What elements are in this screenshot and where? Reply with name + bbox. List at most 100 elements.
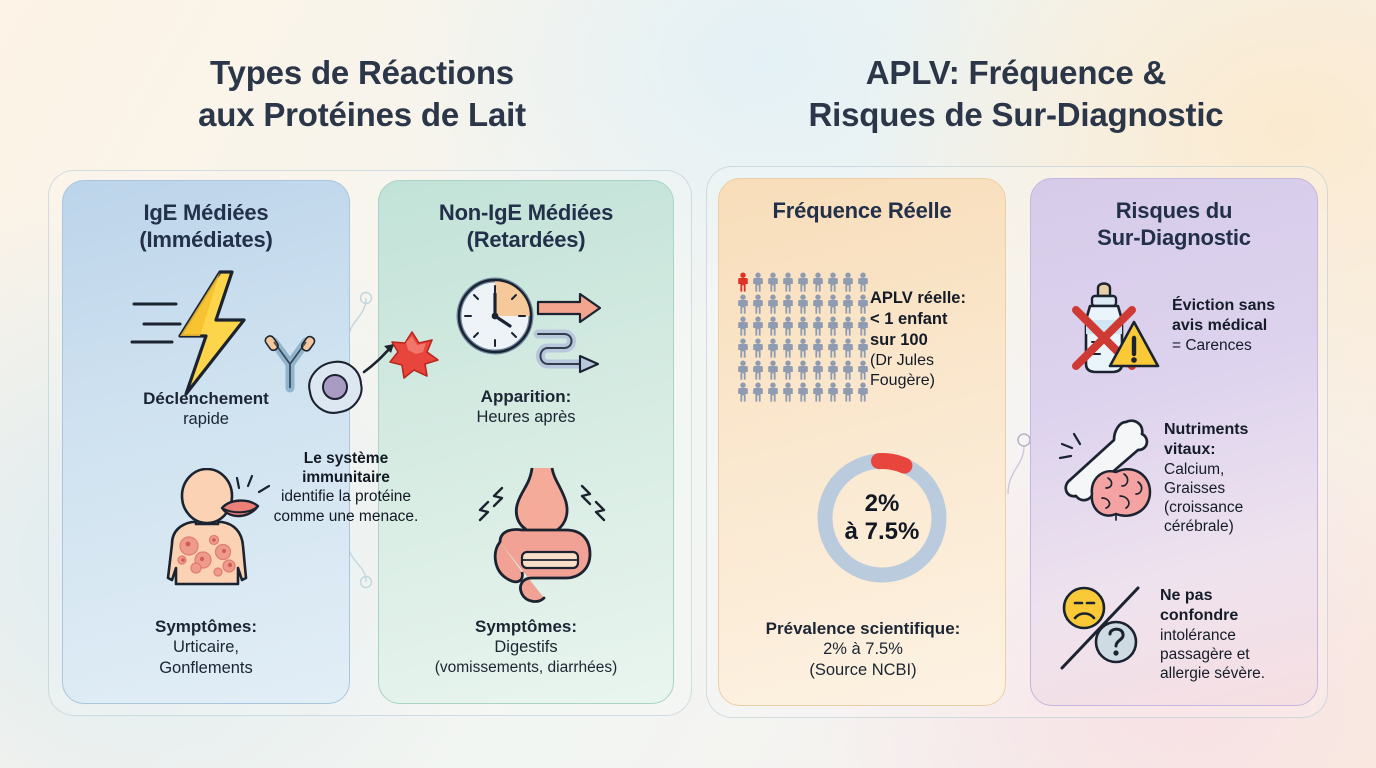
person-icon	[856, 316, 870, 336]
person-icon	[826, 294, 840, 314]
nonige-symptoms-line2: (vomissements, diarrhées)	[434, 659, 618, 677]
risk3-normal3: allergie sévère.	[1160, 665, 1266, 683]
title-left-line1: Types de Réactions	[210, 54, 514, 91]
nonige-symptoms-bold: Symptômes:	[474, 617, 578, 636]
person-icon	[766, 316, 780, 336]
panel-ige-mediated[interactable]: IgE Médiées (Immédiates)	[62, 180, 350, 704]
person-icon	[841, 338, 855, 358]
person-icon	[826, 338, 840, 358]
page-title-right: APLV: Fréquence & Risques de Sur-Diagnos…	[716, 52, 1316, 135]
immune-normal-line2: comme une menace.	[273, 507, 419, 525]
person-icon	[751, 382, 765, 402]
panel-ige-title-line1: IgE Médiées	[143, 200, 269, 225]
allergen-protein-icon	[389, 331, 439, 379]
person-icon	[736, 338, 750, 358]
person-icon	[811, 382, 825, 402]
prevalence-caption-line1: 2% à 7.5%	[823, 640, 903, 659]
person-icon	[751, 338, 765, 358]
person-icon	[841, 294, 855, 314]
risk3-normal2: passagère et	[1160, 645, 1250, 663]
sad-face-question-mark-icon	[1054, 582, 1150, 679]
risk-item-eviction: Éviction sans avis médical = Carences	[1054, 272, 1322, 385]
immune-system-explainer: Le système immunitaire identifie la prot…	[246, 330, 446, 526]
person-icon	[766, 382, 780, 402]
person-icon	[811, 272, 825, 292]
risk3-bold2: confondre	[1160, 606, 1239, 624]
person-icon	[811, 316, 825, 336]
risk2-normal2: Graisses	[1164, 479, 1226, 497]
person-icon	[796, 316, 810, 336]
risk2-bold2: vitaux:	[1164, 440, 1216, 458]
skin-rash-torso-icon	[126, 467, 286, 613]
freq-note-source2: Fougère)	[870, 372, 935, 390]
immune-system-text: Le système immunitaire identifie la prot…	[246, 449, 446, 526]
person-icon	[781, 272, 795, 292]
person-icon	[766, 360, 780, 380]
ige-trigger-caption: Déclenchement rapide	[66, 388, 346, 430]
panel-risques-title-line2: Sur-Diagnostic	[1097, 225, 1251, 251]
person-icon	[826, 316, 840, 336]
page-title-left: Types de Réactions aux Protéines de Lait	[72, 52, 652, 135]
nonige-onset-caption: Apparition: Heures après	[382, 386, 670, 428]
prevalence-caption-bold: Prévalence scientifique:	[765, 619, 961, 638]
person-icon	[736, 316, 750, 336]
person-icon	[781, 382, 795, 402]
ige-symptoms-line1: Urticaire,	[172, 638, 239, 657]
panel-frequence-reelle[interactable]: Fréquence Réelle	[718, 178, 1006, 706]
person-icon	[751, 316, 765, 336]
person-icon	[766, 294, 780, 314]
risk1-bold2: avis médical	[1172, 316, 1268, 334]
person-icon	[736, 382, 750, 402]
risk2-normal3: (croissance	[1164, 499, 1244, 517]
ige-symptoms-caption: Symptômes: Urticaire, Gonflements	[66, 616, 346, 679]
person-icon	[751, 294, 765, 314]
person-icon	[841, 316, 855, 336]
freq-note-bold1: APLV réelle:	[870, 289, 966, 307]
ige-trigger-bold: Déclenchement	[143, 389, 269, 408]
person-icon	[856, 272, 870, 292]
donut-value-line1: 2%	[864, 490, 900, 518]
ige-trigger-normal: rapide	[183, 410, 229, 429]
risk2-normal1: Calcium,	[1164, 460, 1225, 478]
person-icon	[841, 382, 855, 402]
prevalence-caption: Prévalence scientifique: 2% à 7.5% (Sour…	[722, 618, 1004, 681]
donut-chart-prevalence: 2% à 7.5%	[812, 448, 952, 588]
donut-value-line2: à 7.5%	[844, 518, 920, 545]
immune-bold-line2: immunitaire	[302, 469, 390, 487]
risk-eviction-text: Éviction sans avis médical = Carences	[1172, 272, 1322, 355]
person-icon	[751, 272, 765, 292]
person-icon-highlighted	[736, 272, 750, 292]
person-icon	[856, 382, 870, 402]
arrow-head-icon	[384, 344, 394, 353]
stomach-intestine-icon	[466, 462, 616, 612]
person-icon	[811, 360, 825, 380]
title-right-line1: APLV: Fréquence &	[865, 54, 1167, 91]
person-icon	[766, 338, 780, 358]
risk-item-nutriments: Nutriments vitaux: Calcium, Graisses (cr…	[1054, 416, 1314, 537]
person-icon	[796, 338, 810, 358]
nonige-symptoms-line1: Digestifs	[494, 638, 558, 657]
immune-diagram-icons	[264, 331, 439, 414]
frequence-note: APLV réelle: < 1 enfant sur 100 (Dr Jule…	[870, 288, 1002, 391]
person-icon	[781, 294, 795, 314]
person-icon	[796, 272, 810, 292]
prevalence-caption-line2: (Source NCBI)	[809, 661, 917, 680]
immune-cell-icon	[308, 360, 363, 414]
freq-note-bold3: sur 100	[870, 330, 928, 349]
nonige-symptoms-caption: Symptômes: Digestifs (vomissements, diar…	[378, 616, 674, 678]
person-icon	[811, 294, 825, 314]
risk1-normal1: = Carences	[1172, 336, 1252, 354]
panel-non-ige-mediated[interactable]: Non-IgE Médiées (Retardées)	[378, 180, 674, 704]
panel-ige-title-line2: (Immédiates)	[139, 227, 273, 253]
person-icon	[841, 360, 855, 380]
panel-nonige-title-line2: (Retardées)	[466, 227, 586, 253]
immune-bold-line1: Le système	[303, 450, 389, 467]
antibody-y-icon	[264, 335, 316, 393]
person-icon	[856, 360, 870, 380]
person-icon	[856, 294, 870, 314]
bone-brain-icon	[1054, 416, 1154, 531]
donut-center-label: 2% à 7.5%	[812, 448, 952, 588]
person-icon	[766, 272, 780, 292]
risk-item-confusion: Ne pas confondre intolérance passagère e…	[1054, 582, 1310, 683]
